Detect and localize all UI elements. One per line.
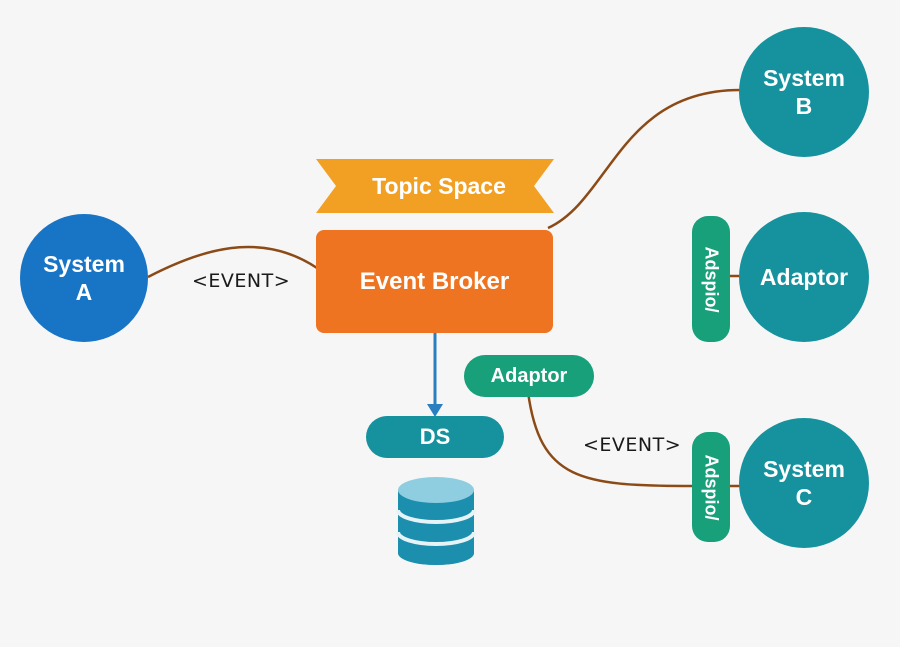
system-b-node[interactable]: System B (739, 27, 869, 157)
side-tag-top-label: Adspio/ (701, 246, 722, 312)
adaptor-circle-node[interactable]: Adaptor (739, 212, 869, 342)
topic-space-ribbon (316, 159, 554, 213)
system-c-label-line1: System (763, 456, 845, 482)
side-tag-bottom[interactable]: Adspio/ (692, 432, 730, 542)
side-tag-top[interactable]: Adspio/ (692, 216, 730, 342)
side-tag-bottom-label: Adspio/ (701, 454, 722, 520)
adaptor-pill-label: Adaptor (490, 364, 568, 387)
event-label-a: <EVENT> (192, 270, 291, 292)
ds-pill[interactable]: DS (366, 416, 504, 458)
system-a-node[interactable]: System A (20, 214, 148, 342)
system-a-label-line2: A (75, 279, 93, 305)
system-b-label-line2: B (795, 93, 813, 119)
database-icon (396, 477, 476, 565)
connector-adaptor-system-c (526, 391, 693, 488)
system-b-label-line1: System (763, 65, 845, 91)
ds-label: DS (419, 424, 451, 449)
system-a-label-line1: System (43, 251, 125, 277)
event-broker-label: Event Broker (359, 267, 510, 295)
system-c-node[interactable]: System C (739, 418, 869, 548)
connector-system-a-broker (147, 245, 318, 279)
arrow-head-icon (427, 404, 443, 417)
topic-space-label: Topic Space (372, 173, 506, 199)
event-broker-box[interactable]: Event Broker (316, 230, 553, 333)
system-c-label-line2: C (795, 484, 813, 510)
adaptor-circle-label: Adaptor (759, 264, 849, 290)
adaptor-pill[interactable]: Adaptor (464, 355, 594, 397)
event-label-c: <EVENT> (583, 434, 682, 456)
connector-broker-system-b (547, 88, 741, 230)
